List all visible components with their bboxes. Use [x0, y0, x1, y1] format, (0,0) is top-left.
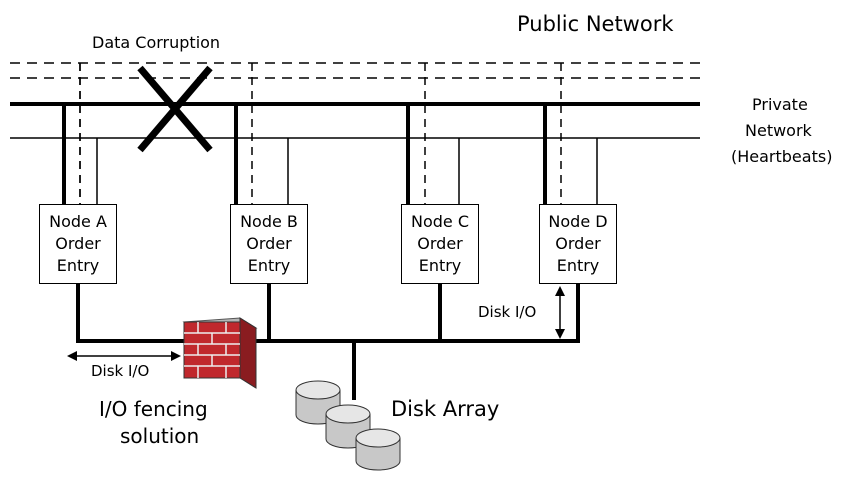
node-c-line3: Entry	[418, 256, 462, 275]
node-a-name: Node A	[49, 212, 107, 231]
node-d-box: Node D Order Entry	[539, 204, 617, 284]
disk-io-left-label: Disk I/O	[91, 362, 150, 380]
node-d-line3: Entry	[556, 256, 600, 275]
node-a-box: Node A Order Entry	[39, 204, 117, 284]
node-c-box: Node C Order Entry	[401, 204, 479, 284]
brick-wall-icon	[182, 317, 258, 389]
node-c-name: Node C	[410, 212, 469, 231]
data-corruption-label: Data Corruption	[92, 33, 221, 52]
node-d-line2: Order	[555, 234, 601, 253]
node-a-line3: Entry	[56, 256, 100, 275]
disk-io-vertical-arrow	[555, 286, 565, 339]
fencing-label-line1: I/O fencing	[99, 397, 208, 421]
public-network-label: Public Network	[517, 12, 674, 36]
private-network-label-line2: Network	[745, 121, 812, 140]
private-network-label-line1: Private	[752, 95, 808, 114]
node-c-connections	[406, 63, 460, 204]
node-a-line2: Order	[55, 234, 101, 253]
node-d-connections	[543, 63, 598, 204]
disk-cylinder-2	[325, 404, 371, 449]
disk-io-right-label: Disk I/O	[478, 303, 537, 321]
fencing-label-line2: solution	[120, 424, 200, 448]
node-b-name: Node B	[240, 212, 298, 231]
node-b-line2: Order	[246, 234, 292, 253]
disk-array-icon	[295, 380, 401, 471]
node-d-name: Node D	[548, 212, 608, 231]
private-network-label-line3: (Heartbeats)	[731, 147, 833, 166]
disk-cylinder-3	[355, 428, 401, 471]
storage-network	[76, 284, 580, 400]
node-b-connections	[234, 63, 289, 204]
node-c-line2: Order	[417, 234, 463, 253]
node-b-line3: Entry	[247, 256, 291, 275]
node-b-box: Node B Order Entry	[230, 204, 308, 284]
disk-io-horizontal-arrow	[67, 351, 181, 361]
corruption-x-icon	[137, 65, 213, 153]
disk-array-label: Disk Array	[391, 397, 500, 421]
